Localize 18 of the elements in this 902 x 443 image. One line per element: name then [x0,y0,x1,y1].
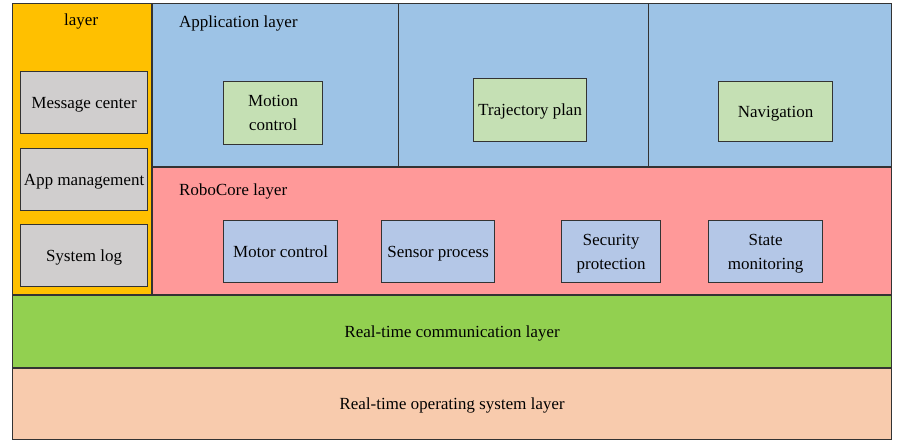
layer-panel [12,3,152,295]
layer-band: Real-time communication layer [12,295,892,368]
module-box: Trajectory plan [473,78,587,142]
module-box: Security protection [561,220,661,283]
module-box: Motor control [223,220,338,283]
module-box: State monitoring [708,220,823,283]
module-box: Sensor process [381,220,495,283]
module-box: Message center [20,71,148,134]
module-box: Navigation [718,81,833,142]
layer-band: Real-time operating system layer [12,368,892,440]
layer-panel [152,3,892,167]
layer-title: layer [63,9,99,31]
module-box: Motion control [223,81,323,145]
module-box: App management [20,148,148,211]
layer-panel [152,167,892,295]
module-box: System log [20,224,148,287]
layer-title: RoboCore layer [179,179,288,201]
layer-title: Application layer [179,11,298,33]
